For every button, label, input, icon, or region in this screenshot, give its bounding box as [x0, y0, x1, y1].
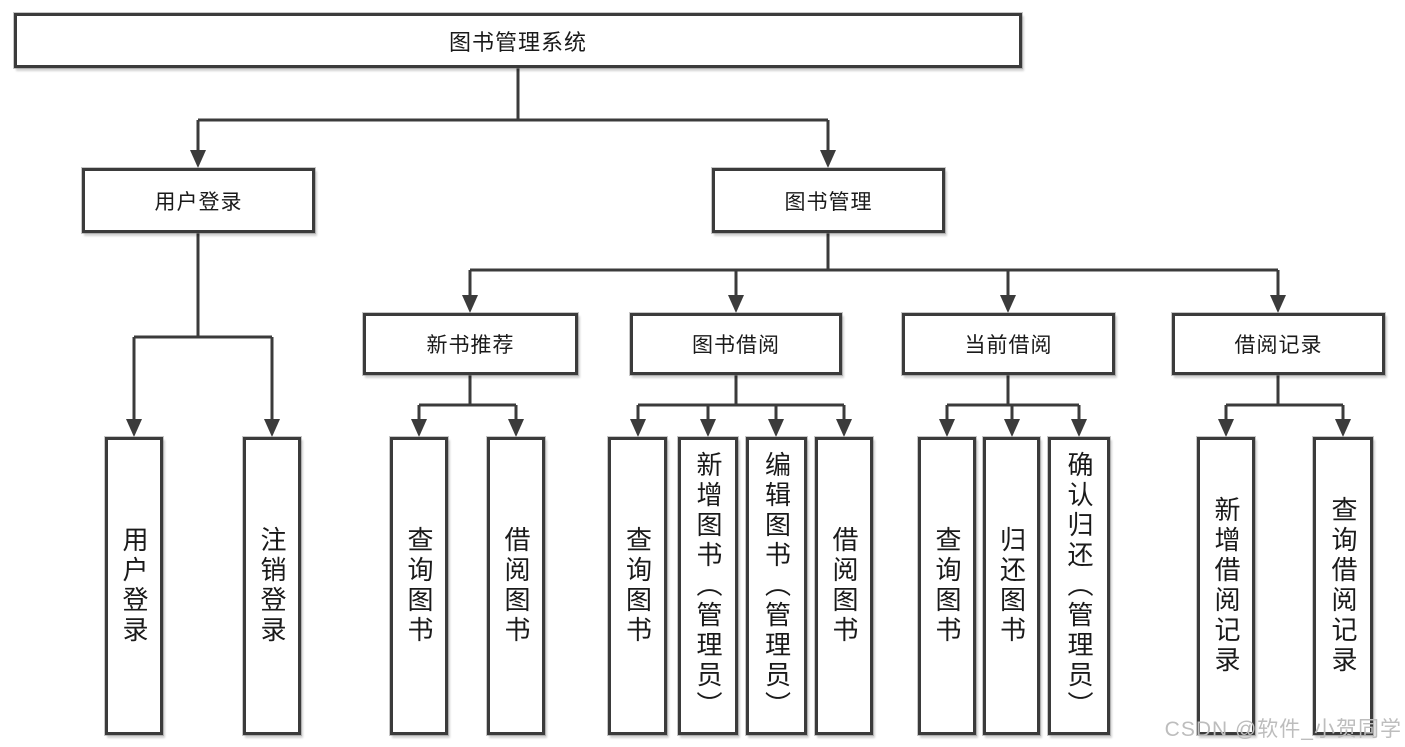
leaf-user-login: 用户登录 [105, 437, 163, 735]
leaf-label: 用户登录 [119, 526, 149, 646]
node-current-borrow: 当前借阅 [902, 313, 1115, 375]
leaf-label: 注销登录 [257, 526, 287, 646]
node-label: 图书管理 [784, 190, 873, 214]
leaf-label: 编辑图书（管理员） [761, 451, 792, 721]
node-label: 用户登录 [154, 190, 243, 214]
leaf-label: 新增图书（管理员） [693, 451, 723, 721]
leaf-borrow-borrow-books: 借阅图书 [815, 437, 873, 735]
node-label: 当前借阅 [964, 334, 1053, 357]
leaf-records-query-record: 查询借阅记录 [1313, 437, 1373, 735]
leaf-label: 归还图书 [996, 526, 1027, 646]
node-label: 图书借阅 [692, 334, 780, 357]
node-user-login: 用户登录 [82, 168, 315, 233]
leaf-logout: 注销登录 [243, 437, 301, 735]
node-borrow-records: 借阅记录 [1172, 313, 1385, 375]
leaf-newbook-query-books: 查询图书 [390, 437, 448, 735]
node-library-management-system: 图书管理系统 [14, 13, 1022, 68]
node-book-management: 图书管理 [712, 168, 945, 233]
leaf-label: 查询图书 [404, 526, 434, 646]
node-label: 借阅记录 [1234, 334, 1323, 357]
leaf-label: 借阅图书 [829, 526, 859, 646]
leaf-borrow-query-books: 查询图书 [608, 437, 667, 735]
leaf-current-query-books: 查询图书 [918, 437, 976, 735]
leaf-borrow-edit-books-admin: 编辑图书（管理员） [746, 437, 807, 735]
leaf-current-confirm-return-admin: 确认归还（管理员） [1048, 437, 1110, 735]
leaf-label: 借阅图书 [501, 526, 531, 646]
leaf-newbook-borrow-books: 借阅图书 [487, 437, 545, 735]
node-new-book-recommend: 新书推荐 [363, 313, 578, 375]
node-label: 新书推荐 [426, 334, 515, 357]
leaf-label: 确认归还（管理员） [1064, 451, 1094, 721]
leaf-label: 查询图书 [622, 526, 653, 646]
leaf-records-add-record: 新增借阅记录 [1197, 437, 1255, 735]
leaf-borrow-add-books-admin: 新增图书（管理员） [678, 437, 738, 735]
leaf-label: 查询图书 [932, 526, 962, 646]
node-book-borrow: 图书借阅 [630, 313, 842, 375]
leaf-label: 新增借阅记录 [1211, 496, 1241, 676]
csdn-watermark: CSDN @软件_小贺同学 [1164, 718, 1402, 741]
node-label: 图书管理系统 [448, 29, 587, 55]
leaf-current-return-books: 归还图书 [983, 437, 1040, 735]
leaf-label: 查询借阅记录 [1328, 496, 1358, 676]
